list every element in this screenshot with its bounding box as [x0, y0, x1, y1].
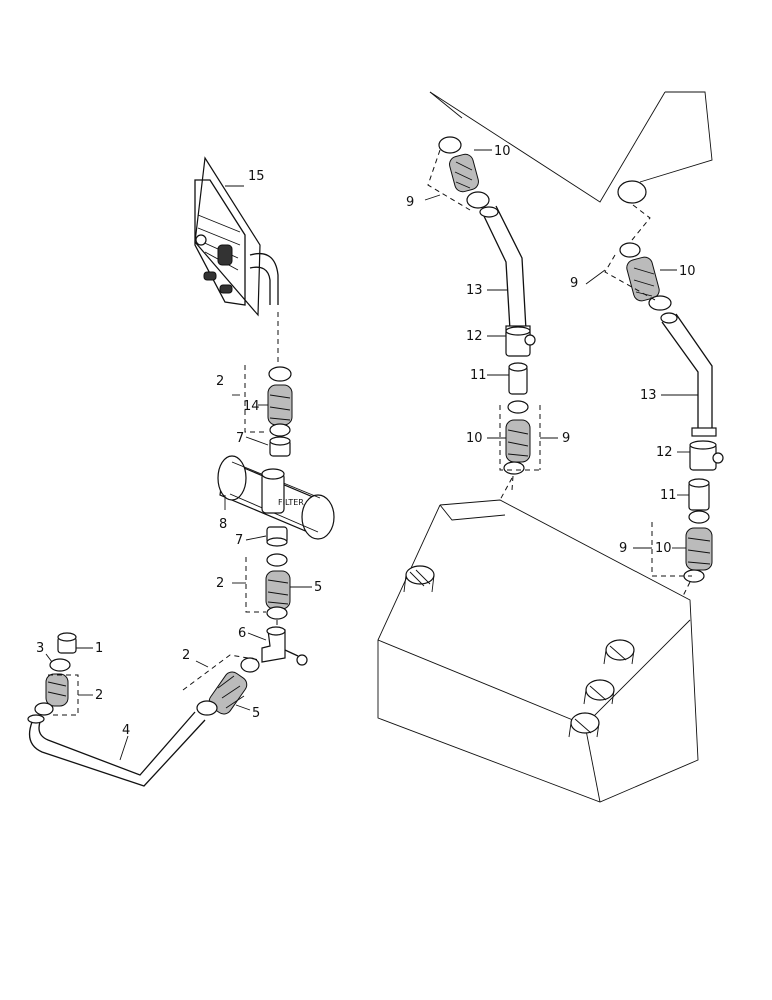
callout-11-b: 11	[660, 488, 677, 503]
callout-9-top: 9	[406, 195, 414, 210]
callout-11-a: 11	[470, 368, 487, 383]
callout-2-left: 2	[95, 688, 103, 703]
callout-9-a: 9	[562, 431, 570, 446]
callout-labels: 15 2 14 7 8 7 2 5 6 2 5 1 3 2 4 9 10 13 …	[36, 144, 696, 738]
callout-6: 6	[238, 626, 246, 641]
callout-7-top: 7	[236, 431, 244, 446]
tank-port	[403, 565, 435, 593]
connector-7-bottom	[266, 526, 288, 547]
callout-15: 15	[248, 169, 265, 184]
filter-sleeve-10-a	[449, 153, 479, 193]
callout-4: 4	[122, 723, 130, 738]
callout-5-lower: 5	[252, 706, 260, 721]
callout-5-upper: 5	[314, 580, 322, 595]
right-assembly-a	[427, 136, 541, 491]
callout-12-a: 12	[466, 329, 483, 344]
connector-7-top	[269, 436, 291, 457]
leader-lines	[45, 149, 698, 761]
fuel-tank-body	[377, 477, 699, 803]
callout-14: 14	[243, 399, 260, 414]
hose-4	[27, 711, 206, 787]
fuel-filter-8: FILTER	[217, 455, 335, 540]
tank-port	[583, 679, 615, 705]
callout-1: 1	[95, 641, 103, 656]
callout-10-a: 10	[466, 431, 483, 446]
elbow-6	[261, 626, 308, 666]
banjo-12-a	[505, 326, 536, 357]
callout-2-middle: 2	[216, 576, 224, 591]
upper-tank-panel	[429, 91, 713, 241]
callout-7-bottom: 7	[235, 533, 243, 548]
filter-label: FILTER	[278, 498, 304, 507]
callout-10-b: 10	[655, 541, 672, 556]
fitting-1	[57, 632, 77, 654]
callout-10-top: 10	[494, 144, 511, 159]
callout-2-top: 2	[216, 374, 224, 389]
callout-3: 3	[36, 641, 44, 656]
callout-9-b: 9	[619, 541, 627, 556]
callout-13-a: 13	[466, 283, 483, 298]
right-assembly-b	[604, 242, 724, 583]
union-11-a	[508, 362, 528, 395]
banjo-12-b	[689, 440, 724, 471]
callout-10-b-top: 10	[679, 264, 696, 279]
tank-port	[568, 712, 600, 738]
callout-2-lower: 2	[182, 648, 190, 663]
callout-9-b-top: 9	[570, 276, 578, 291]
tank-port	[603, 639, 635, 665]
callout-12-b: 12	[656, 445, 673, 460]
filter-column: FILTER	[182, 365, 335, 716]
callout-8: 8	[219, 517, 227, 532]
union-11-b	[688, 478, 710, 511]
reservoir-15	[194, 156, 279, 362]
callout-13-b: 13	[640, 388, 657, 403]
